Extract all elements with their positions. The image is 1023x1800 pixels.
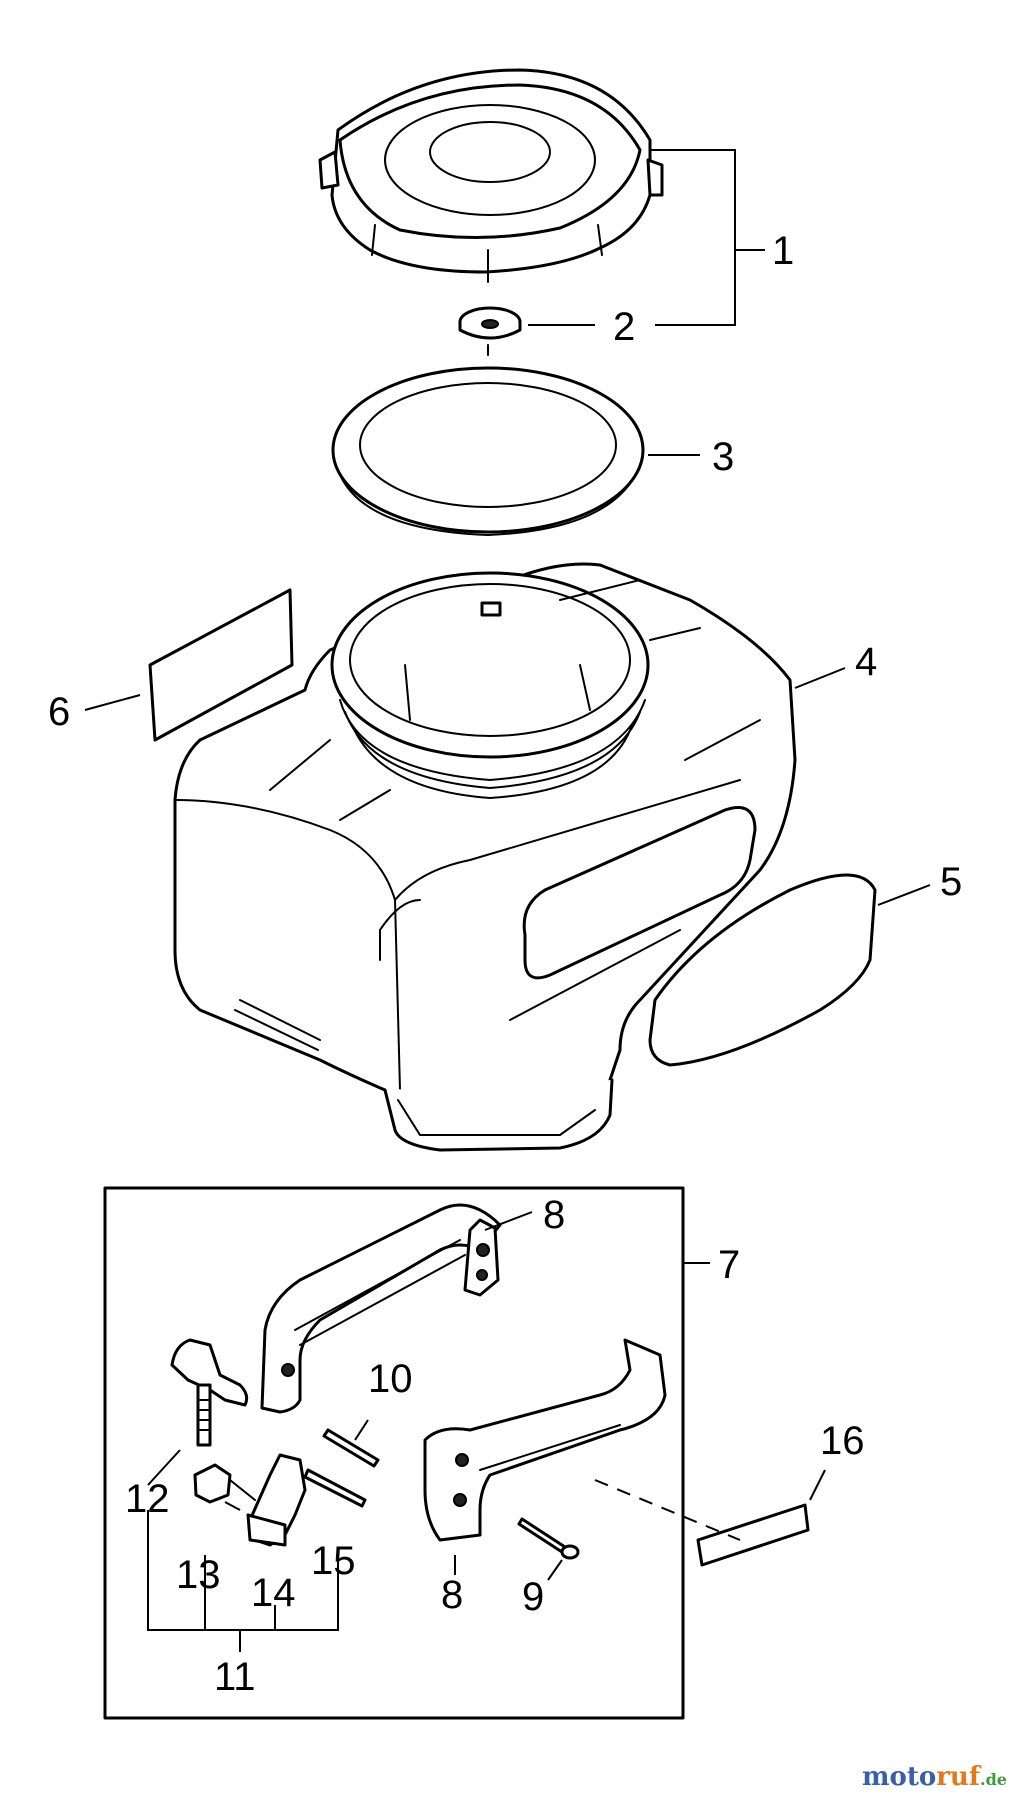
svg-text:motoruf.de: motoruf.de (862, 1762, 1007, 1792)
callout-14: 14 (251, 1571, 296, 1615)
callout-9: 9 (522, 1575, 544, 1619)
callout-11: 11 (214, 1655, 256, 1699)
watermark-tld: .de (980, 1770, 1007, 1789)
part-8-handle-lower (423, 1338, 667, 1542)
assembly-dash-line (594, 1479, 741, 1541)
callout-5: 5 (940, 860, 962, 904)
part-1-cap (318, 68, 664, 283)
part-9-screw (517, 1517, 580, 1560)
leader-lines (84, 149, 931, 1652)
callout-3: 3 (712, 435, 734, 479)
callout-2: 2 (613, 305, 635, 349)
callout-7: 7 (718, 1243, 740, 1287)
part-13-clip (193, 1463, 232, 1504)
callout-8-lower: 8 (441, 1573, 463, 1617)
callout-6: 6 (48, 690, 70, 734)
callout-1: 1 (772, 229, 794, 273)
part-10-pin (322, 1428, 380, 1468)
part-12-tbolt (170, 1338, 249, 1447)
watermark-logo: motoruf.de (862, 1762, 1007, 1792)
callout-4: 4 (855, 640, 877, 684)
part-14-lever (229, 1453, 307, 1547)
part-8-handle-upper (260, 1203, 502, 1414)
watermark-ruf: ruf (936, 1762, 982, 1792)
callout-15: 15 (311, 1539, 356, 1583)
callout-13: 13 (176, 1553, 221, 1597)
callout-8-upper: 8 (543, 1193, 565, 1237)
part-16-label (696, 1503, 810, 1567)
part-2-valve (458, 306, 522, 356)
callout-10: 10 (368, 1357, 413, 1401)
watermark-moto: moto (862, 1762, 936, 1792)
part-15-pin (303, 1468, 367, 1508)
callout-16: 16 (820, 1419, 865, 1463)
part-4-tank (173, 562, 797, 1152)
part-5-label (648, 873, 877, 1067)
part-3-gasket (331, 366, 645, 537)
callout-12: 12 (125, 1477, 170, 1521)
part-6-label (148, 588, 294, 742)
